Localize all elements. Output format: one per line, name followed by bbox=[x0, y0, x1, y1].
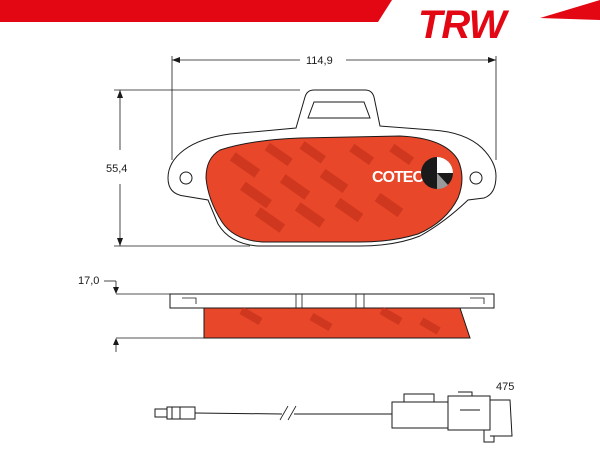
height-dimension bbox=[114, 89, 300, 247]
connector-latch bbox=[403, 393, 435, 403]
sensor-tip bbox=[154, 408, 168, 418]
connector-plug bbox=[447, 395, 491, 431]
sensor-body bbox=[166, 406, 196, 420]
backplate-outline bbox=[167, 89, 497, 247]
cotec-badge: COTEC bbox=[372, 157, 453, 190]
brand-logo-text: TRW bbox=[418, 3, 510, 47]
connector-housing bbox=[391, 401, 449, 429]
height-label: 55,4 bbox=[106, 163, 127, 175]
cotec-label: COTEC bbox=[372, 169, 424, 186]
friction-pattern-front bbox=[229, 141, 415, 233]
cotec-emblem-segment bbox=[437, 157, 453, 173]
connector-plug-detail bbox=[458, 391, 513, 443]
width-dimension bbox=[171, 56, 497, 160]
right-ear-hole bbox=[469, 171, 483, 185]
left-ear-hole bbox=[179, 171, 193, 185]
thickness-label: 17,0 bbox=[78, 275, 99, 287]
wear-sensor bbox=[154, 391, 513, 443]
tab-window bbox=[307, 101, 371, 119]
thickness-dimension bbox=[104, 280, 204, 352]
sensor-length-label: 475 bbox=[496, 381, 514, 393]
cotec-emblem-segment-2 bbox=[437, 173, 448, 190]
width-label: 114,9 bbox=[306, 55, 333, 67]
friction-pad-front: COTEC bbox=[205, 135, 463, 243]
trw-logo: TRW bbox=[418, 0, 600, 47]
backplate-side bbox=[169, 293, 495, 309]
pad-side-view bbox=[169, 293, 495, 339]
pad-front-view bbox=[167, 89, 497, 247]
sensor-cable bbox=[194, 412, 392, 415]
backplate-side-notches bbox=[182, 294, 485, 308]
cable-break-marks bbox=[279, 405, 297, 421]
friction-pattern-side bbox=[239, 307, 441, 335]
friction-material-side bbox=[203, 307, 471, 339]
logo-accent-triangle bbox=[540, 0, 600, 20]
top-banner-stripe bbox=[0, 0, 392, 22]
